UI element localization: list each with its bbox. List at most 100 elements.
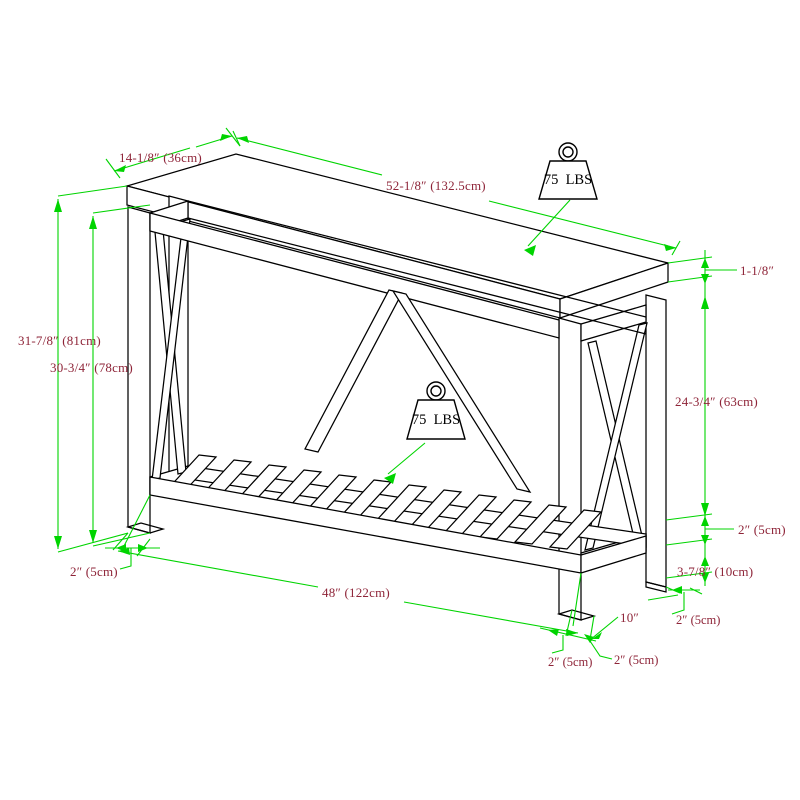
dimension-shelf-depth: 10″ bbox=[589, 594, 679, 641]
left-front-leg-foot bbox=[125, 522, 166, 534]
dim-extension-line bbox=[105, 158, 121, 179]
dimension-foot-depth-c: 2″ (5cm) bbox=[665, 586, 720, 627]
dimension-label: 2″ (5cm) bbox=[70, 564, 118, 579]
v-brace-right-strut bbox=[391, 290, 532, 493]
dim-arrowhead bbox=[114, 165, 126, 172]
badge-leader-arrowhead bbox=[384, 473, 396, 484]
dimension-height-overall: 31-7/8″ (81cm) bbox=[18, 185, 129, 553]
dimension-label: 1-1/8″ bbox=[740, 263, 774, 278]
dim-leader-line bbox=[236, 137, 383, 176]
badge-leader-line bbox=[387, 442, 426, 475]
dimension-depth-top: 14-1/8″ (36cm) bbox=[105, 127, 241, 179]
dim-arrowhead bbox=[138, 544, 148, 552]
dim-extension-line bbox=[57, 185, 128, 197]
weight-badge-label: 75 LBS bbox=[412, 412, 460, 428]
weight-badge-label: 75 LBS bbox=[544, 172, 592, 188]
dim-measure-line bbox=[117, 550, 319, 588]
left-brace-strut-2 bbox=[151, 218, 191, 481]
dim-extension-line bbox=[589, 615, 595, 641]
rear-apron-edge bbox=[187, 200, 647, 318]
shelf-slat bbox=[513, 504, 568, 545]
dim-arrowhead bbox=[584, 634, 594, 643]
dimension-label: 14-1/8″ (36cm) bbox=[119, 150, 202, 165]
weight-badge-tabletop: 75 LBS bbox=[524, 142, 598, 256]
dimension-label: 2″ (5cm) bbox=[738, 522, 786, 537]
dim-extension-line bbox=[665, 513, 713, 521]
dim-leader-line bbox=[551, 635, 564, 654]
dimension-height-to-apron: 30-3/4″ (78cm) bbox=[50, 204, 151, 547]
dim-arrowhead bbox=[118, 548, 130, 555]
console-table-illustration bbox=[124, 153, 671, 621]
weight-ring-outer-icon bbox=[426, 381, 446, 401]
dim-extension-line bbox=[565, 609, 573, 637]
dimension-label: 31-7/8″ (81cm) bbox=[18, 333, 101, 348]
shelf-right-rail bbox=[580, 535, 647, 574]
dim-leader-line bbox=[587, 637, 613, 660]
dim-arrowhead bbox=[89, 216, 97, 229]
shelf-slat bbox=[548, 509, 603, 550]
dim-measure-line bbox=[403, 601, 579, 634]
dim-arrowhead bbox=[701, 556, 709, 566]
dim-extension-line bbox=[572, 572, 582, 627]
dim-arrowhead bbox=[592, 632, 602, 639]
front-apron bbox=[149, 212, 560, 339]
dim-measure-line bbox=[589, 616, 619, 641]
dim-extension-line bbox=[112, 532, 129, 551]
dim-leader-line bbox=[113, 147, 191, 172]
dimension-shelf-width: 48″ (122cm) bbox=[117, 494, 582, 636]
badge-leader-line bbox=[527, 199, 571, 247]
dim-extension-line bbox=[92, 204, 151, 214]
shelf-slat bbox=[478, 499, 533, 540]
dimension-top-thickness: 1-1/8″ bbox=[667, 250, 774, 292]
weight-block-icon bbox=[406, 399, 466, 440]
dimension-label: 2″ (5cm) bbox=[548, 655, 592, 669]
right-brace-strut-2 bbox=[584, 322, 648, 551]
rear-apron-edge-lower bbox=[187, 217, 647, 335]
dimension-label: 52-1/8″ (132.5cm) bbox=[386, 178, 486, 193]
dimension-leg-width-right: 2″ (5cm) bbox=[665, 508, 786, 552]
v-brace-left-strut bbox=[304, 289, 403, 453]
dim-arrowhead bbox=[672, 586, 682, 594]
dim-arrowhead bbox=[701, 535, 709, 545]
dimension-foot-depth-b: 2″ (5cm) bbox=[584, 615, 658, 667]
dimension-label: 10″ bbox=[620, 610, 639, 625]
dim-extension-line bbox=[689, 587, 703, 595]
front-apron-face bbox=[149, 212, 560, 339]
dim-arrowhead bbox=[701, 573, 709, 583]
dim-arrowhead bbox=[237, 136, 249, 143]
dimension-clearance-shelf: 24-3/4″ (63cm) bbox=[675, 292, 758, 520]
lower-shelf bbox=[149, 454, 647, 574]
dim-arrowhead bbox=[701, 296, 709, 309]
dimension-label: 2″ (5cm) bbox=[614, 653, 658, 667]
dimension-label: 30-3/4″ (78cm) bbox=[50, 360, 133, 375]
dim-extension-line bbox=[123, 494, 151, 547]
dim-arrowhead bbox=[548, 629, 559, 636]
weight-block-icon bbox=[538, 160, 598, 200]
dim-arrowhead bbox=[701, 258, 709, 268]
dimension-label: 24-3/4″ (63cm) bbox=[675, 394, 758, 409]
dim-measure-line bbox=[647, 594, 679, 601]
dimension-label: 2″ (5cm) bbox=[676, 613, 720, 627]
dim-arrowhead bbox=[54, 199, 62, 212]
rear-apron bbox=[187, 200, 647, 335]
dim-extension-line bbox=[225, 127, 241, 147]
dimension-shelf-to-floor: 3-7/8″ (10cm) bbox=[665, 552, 753, 586]
dimension-width-top: 52-1/8″ (132.5cm) bbox=[232, 130, 681, 256]
center-v-brace bbox=[304, 289, 532, 493]
dim-arrowhead bbox=[220, 134, 232, 141]
dim-extension-line bbox=[232, 130, 241, 147]
weight-ring-outer-icon bbox=[558, 142, 578, 162]
dim-arrowhead bbox=[701, 516, 709, 526]
dim-leader-line bbox=[119, 548, 132, 570]
dim-leader-line bbox=[671, 592, 685, 615]
weight-ring-inner-icon bbox=[430, 385, 442, 397]
dim-arrowhead bbox=[89, 530, 97, 543]
dim-arrowhead bbox=[664, 244, 676, 251]
right-rear-leg bbox=[645, 294, 667, 588]
dim-arrowhead bbox=[701, 274, 709, 284]
dim-arrowhead bbox=[54, 536, 62, 549]
badge-leader-arrowhead bbox=[524, 245, 536, 256]
weight-ring-inner-icon bbox=[562, 146, 574, 158]
